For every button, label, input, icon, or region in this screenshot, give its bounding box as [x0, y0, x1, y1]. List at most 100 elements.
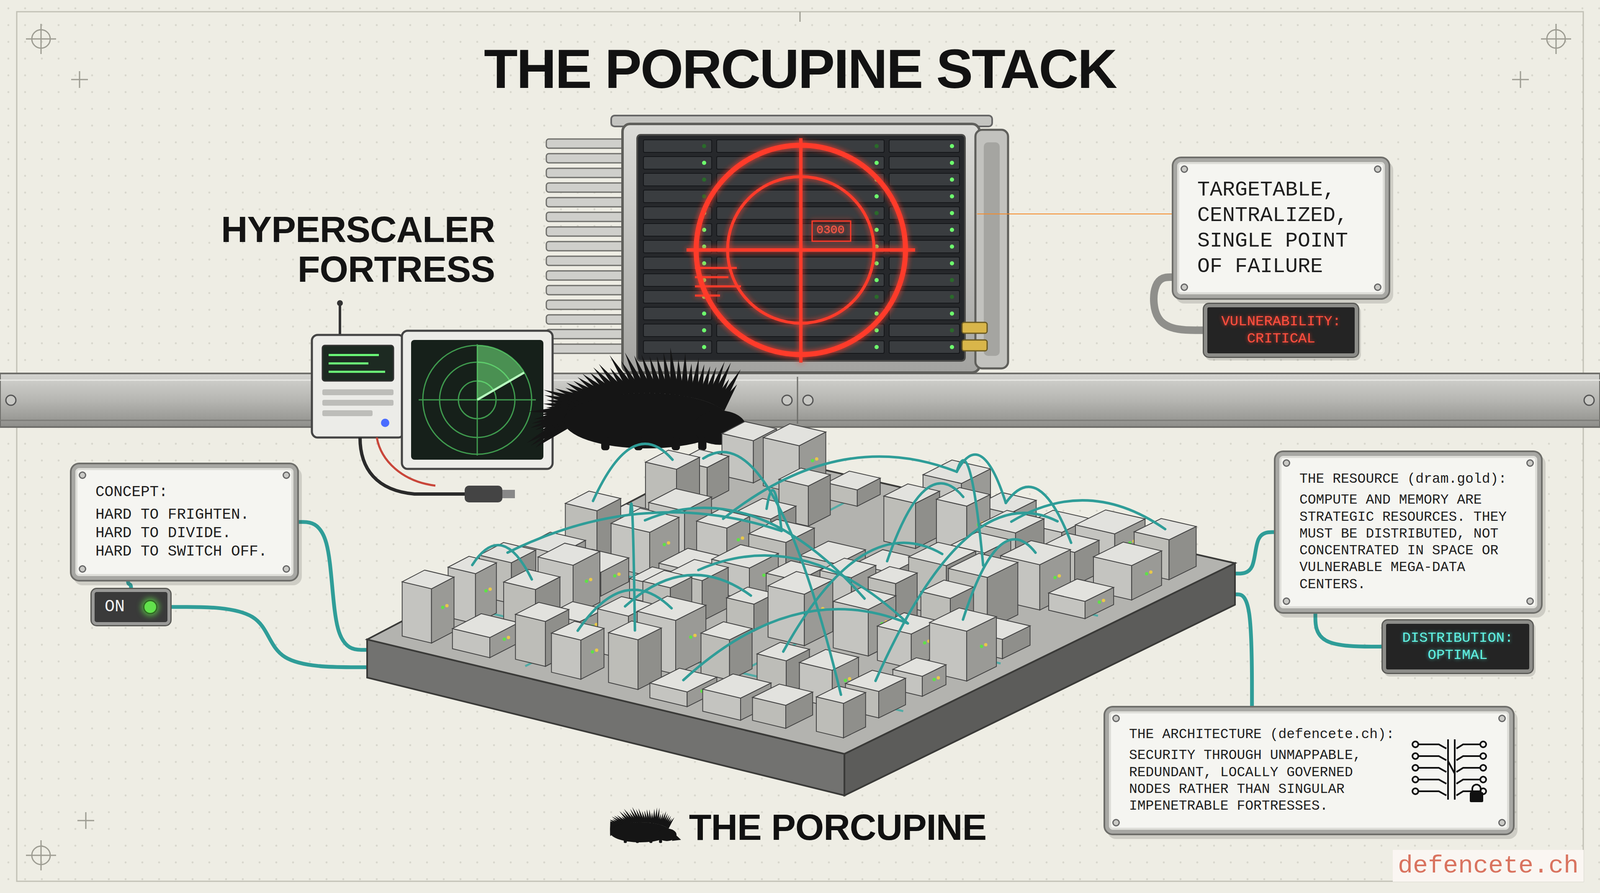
radar-device [336, 300, 343, 307]
screw [1180, 283, 1189, 291]
server-node [1097, 600, 1101, 604]
server-slot [643, 156, 712, 170]
radar-device [322, 345, 394, 381]
circuit-trace [1418, 779, 1447, 784]
circuit-bus [1453, 739, 1456, 800]
callout-box: THE RESOURCE (dram.gold): COMPUTE AND MEM… [1275, 452, 1541, 613]
building [515, 614, 546, 667]
circuit-trace [1456, 744, 1481, 749]
lock-shackle [1472, 784, 1481, 793]
radar-device [376, 437, 436, 486]
status-led [874, 261, 879, 266]
corner-mark [79, 71, 81, 88]
watermark: defencete.ch [1392, 849, 1584, 882]
box-text: COMPUTE AND MEMORY ARE STRATEGIC RESOURC… [1299, 491, 1518, 594]
server-node [488, 587, 492, 591]
screw [1526, 597, 1534, 605]
steel-beam [802, 395, 813, 406]
status-led [702, 177, 707, 182]
circuit-bus [1447, 739, 1449, 800]
server-node [736, 537, 741, 542]
building [701, 632, 730, 680]
box-row: THE ARCHITECTURE (defencete.ch):SECURITY… [1129, 726, 1490, 815]
server-node [689, 635, 693, 639]
corner-mark [799, 11, 801, 22]
trace-pad [1412, 776, 1419, 783]
status-led [949, 277, 955, 283]
radar-device [311, 300, 553, 503]
box-heading: CONCEPT: [95, 483, 274, 502]
server-node [1149, 570, 1153, 574]
porcupine-snout [671, 832, 682, 841]
porcupine-leg [601, 437, 610, 451]
screw [78, 565, 87, 573]
server-node [594, 648, 599, 652]
status-led [949, 328, 955, 333]
server-node [763, 423, 826, 446]
server-slot [643, 324, 712, 337]
server-slot [889, 156, 960, 170]
steel-beam [0, 373, 1600, 428]
server-slot [889, 190, 960, 203]
rack-fin [546, 256, 628, 266]
radar-device [311, 334, 404, 438]
porcupine-leg [649, 838, 653, 843]
corner-mark [1555, 23, 1557, 55]
screw [1112, 714, 1120, 723]
network-cable [472, 545, 532, 580]
status-led [874, 160, 879, 165]
building [515, 602, 569, 622]
server-node [402, 570, 455, 590]
server-node [666, 541, 671, 545]
network-cable [593, 443, 673, 501]
network-cable [1234, 594, 1253, 708]
server-rack [962, 339, 988, 351]
radar-device [360, 437, 465, 494]
server-node [815, 457, 819, 461]
radar-device [328, 362, 369, 365]
server-node [589, 577, 593, 582]
circuit-trace [1456, 767, 1481, 772]
box-heading: THE RESOURCE (dram.gold): [1299, 470, 1518, 488]
server-rack: HYPERSCALER FORTRESS [622, 120, 980, 373]
screw [282, 471, 291, 479]
building [883, 483, 940, 549]
server-node [936, 676, 940, 680]
screw [1373, 165, 1382, 173]
server-node [537, 542, 600, 566]
trace-pad [1412, 741, 1419, 748]
network-cable [1315, 612, 1383, 647]
circuit-trace [1456, 779, 1481, 784]
radar-device [411, 339, 544, 460]
radar-device [477, 345, 525, 400]
server-node [445, 604, 449, 608]
target-crosshair [694, 267, 737, 270]
building [752, 684, 813, 706]
server-rack [546, 115, 1009, 373]
server-node [551, 632, 581, 680]
rack-fin [546, 344, 628, 354]
callout-box: CONCEPT:HARD TO FRIGHTEN. HARD TO DIVIDE… [71, 464, 298, 580]
steel-beam [0, 379, 1600, 381]
server-node [484, 589, 488, 593]
server-node [506, 635, 511, 640]
rack-fin [546, 182, 628, 193]
rack-fin [546, 226, 628, 237]
status-led [702, 144, 707, 149]
porcupine-quill [666, 817, 675, 829]
status-led [702, 311, 707, 316]
status-led [702, 227, 707, 232]
status-led [949, 261, 955, 266]
server-slot [889, 139, 960, 153]
corner-mark [40, 23, 42, 55]
porcupine-logo [610, 807, 682, 844]
status-led [143, 599, 158, 615]
target-crosshair [812, 221, 851, 242]
server-node [1093, 542, 1162, 566]
status-led [874, 227, 879, 232]
server-slot [889, 223, 960, 237]
rack-fin [546, 153, 628, 163]
status-led [874, 328, 879, 333]
